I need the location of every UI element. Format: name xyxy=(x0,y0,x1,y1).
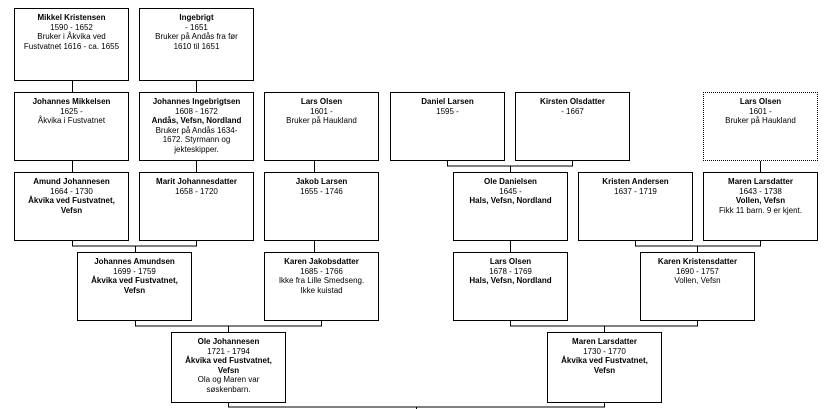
person-box-karen-kristensdatter[interactable]: Karen Kristensdatter 1690 - 1757 Vollen,… xyxy=(640,252,755,321)
person-years: 1645 - xyxy=(499,186,522,196)
person-name: Jakob Larsen xyxy=(295,177,348,186)
person-years: 1595 - xyxy=(436,106,459,116)
person-place: Åkvika ved Fustvatnet, Vefsn xyxy=(91,276,178,295)
person-years: 1655 - 1746 xyxy=(300,186,343,196)
person-box-lars-olsen-3[interactable]: Lars Olsen 1678 - 1769 Hals, Vefsn, Nord… xyxy=(453,252,568,321)
person-name: Lars Olsen xyxy=(489,257,532,266)
person-name: Maren Larsdatter xyxy=(572,337,637,346)
person-box-ingebrigt[interactable]: Ingebrigt - 1651 Bruker på Andås fra før… xyxy=(139,8,254,81)
person-note: Ola og Maren var søskenbarn. xyxy=(197,375,260,394)
person-box-marit-johannesdatter[interactable]: Marit Johannesdatter 1658 - 1720 xyxy=(139,172,254,241)
person-name: Karen Kristensdatter xyxy=(657,257,738,266)
person-years: 1601 - xyxy=(749,106,772,116)
person-name: Ole Johannesen xyxy=(197,337,260,346)
person-place: Åkvika ved Fustvatnet, Vefsn xyxy=(561,356,648,375)
person-name: Karen Jakobsdatter xyxy=(284,257,359,266)
person-note: Bruker på Haukland xyxy=(286,116,357,125)
person-place: Åkvika ved Fustvatnet, Vefsn xyxy=(185,356,272,375)
person-name: Lars Olsen xyxy=(739,97,782,106)
person-name: Mikkel Kristensen xyxy=(37,13,106,22)
person-box-maren-larsdatter-1[interactable]: Maren Larsdatter 1643 - 1738 Vollen, Vef… xyxy=(703,172,818,241)
person-note: Åkvika i Fustvatnet xyxy=(37,116,106,125)
person-name: Lars Olsen xyxy=(300,97,343,106)
person-box-lars-olsen-1[interactable]: Lars Olsen 1601 - Bruker på Haukland xyxy=(264,92,379,161)
person-note: Bruker på Haukland xyxy=(725,116,796,125)
person-years: - 1667 xyxy=(561,106,584,116)
person-years: 1658 - 1720 xyxy=(175,186,218,196)
person-box-karen-jakobsdatter[interactable]: Karen Jakobsdatter 1685 - 1766 Ikke fra … xyxy=(264,252,379,321)
person-note: Fikk 11 barn. 9 er kjent. xyxy=(719,205,802,215)
person-name: Johannes Mikkelsen xyxy=(32,97,111,106)
person-place: Hals, Vefsn, Nordland xyxy=(469,196,552,205)
person-years: 1685 - 1766 xyxy=(300,266,343,276)
person-years: 1699 - 1759 xyxy=(113,266,156,276)
person-box-johannes-ingebrigtsen[interactable]: Johannes Ingebrigtsen 1608 - 1672 Andås,… xyxy=(139,92,254,161)
person-name: Ingebrigt xyxy=(179,13,214,22)
person-name: Ole Danielsen xyxy=(484,177,537,186)
person-box-kirsten-olsdatter[interactable]: Kirsten Olsdatter - 1667 xyxy=(515,92,630,161)
person-years: 1637 - 1719 xyxy=(614,186,657,196)
person-name: Marit Johannesdatter xyxy=(156,177,237,186)
person-box-maren-larsdatter-2[interactable]: Maren Larsdatter 1730 - 1770 Åkvika ved … xyxy=(547,332,662,403)
person-name: Maren Larsdatter xyxy=(728,177,793,186)
person-note: Bruker på Andås 1634- 1672. Styrmann og … xyxy=(155,125,238,154)
person-years: 1664 - 1730 xyxy=(50,186,93,196)
person-years: 1721 - 1794 xyxy=(207,346,250,356)
person-note: Vollen, Vefsn xyxy=(674,276,721,285)
person-years: 1690 - 1757 xyxy=(676,266,719,276)
person-name: Amund Johannesen xyxy=(33,177,110,186)
person-box-amund-johannesen[interactable]: Amund Johannesen 1664 - 1730 Åkvika ved … xyxy=(14,172,129,241)
person-place: Hals, Vefsn, Nordland xyxy=(469,276,552,285)
person-box-jakob-larsen[interactable]: Jakob Larsen 1655 - 1746 xyxy=(264,172,379,241)
person-note: Bruker på Andås fra før 1610 til 1651 xyxy=(155,32,238,51)
person-place: Åkvika ved Fustvatnet, Vefsn xyxy=(28,196,115,215)
person-place: Andås, Vefsn, Nordland xyxy=(151,116,242,125)
person-box-johannes-mikkelsen[interactable]: Johannes Mikkelsen 1625 - Åkvika i Fustv… xyxy=(14,92,129,161)
person-note: Ikke fra Lille Smedseng. Ikke kuistad xyxy=(278,276,365,295)
person-box-ole-johannesen[interactable]: Ole Johannesen 1721 - 1794 Åkvika ved Fu… xyxy=(171,332,286,403)
person-box-daniel-larsen[interactable]: Daniel Larsen 1595 - xyxy=(390,92,505,161)
person-box-mikkel-kristensen[interactable]: Mikkel Kristensen 1590 - 1652 Bruker i Å… xyxy=(14,8,129,81)
person-years: 1643 - 1738 xyxy=(739,186,782,196)
person-box-ole-danielsen[interactable]: Ole Danielsen 1645 - Hals, Vefsn, Nordla… xyxy=(453,172,568,241)
person-years: 1625 - xyxy=(60,106,83,116)
person-years: 1590 - 1652 xyxy=(50,22,93,32)
person-years: 1601 - xyxy=(310,106,333,116)
person-years: 1730 - 1770 xyxy=(583,346,626,356)
person-name: Johannes Amundsen xyxy=(94,257,175,266)
person-years: 1678 - 1769 xyxy=(489,266,532,276)
person-place: Vollen, Vefsn xyxy=(735,196,786,205)
person-years: 1608 - 1672 xyxy=(175,106,218,116)
person-box-kristen-andersen[interactable]: Kristen Andersen 1637 - 1719 xyxy=(578,172,693,241)
person-name: Daniel Larsen xyxy=(421,97,474,106)
person-name: Kristen Andersen xyxy=(602,177,669,186)
person-years: - 1651 xyxy=(185,22,208,32)
person-note: Bruker i Åkvika ved Fustvatnet 1616 - ca… xyxy=(23,32,120,51)
person-name: Kirsten Olsdatter xyxy=(540,97,605,106)
person-name: Johannes Ingebrigtsen xyxy=(152,97,241,106)
person-box-johannes-amundsen[interactable]: Johannes Amundsen 1699 - 1759 Åkvika ved… xyxy=(77,252,192,321)
person-box-lars-olsen-2[interactable]: Lars Olsen 1601 - Bruker på Haukland xyxy=(703,92,818,161)
